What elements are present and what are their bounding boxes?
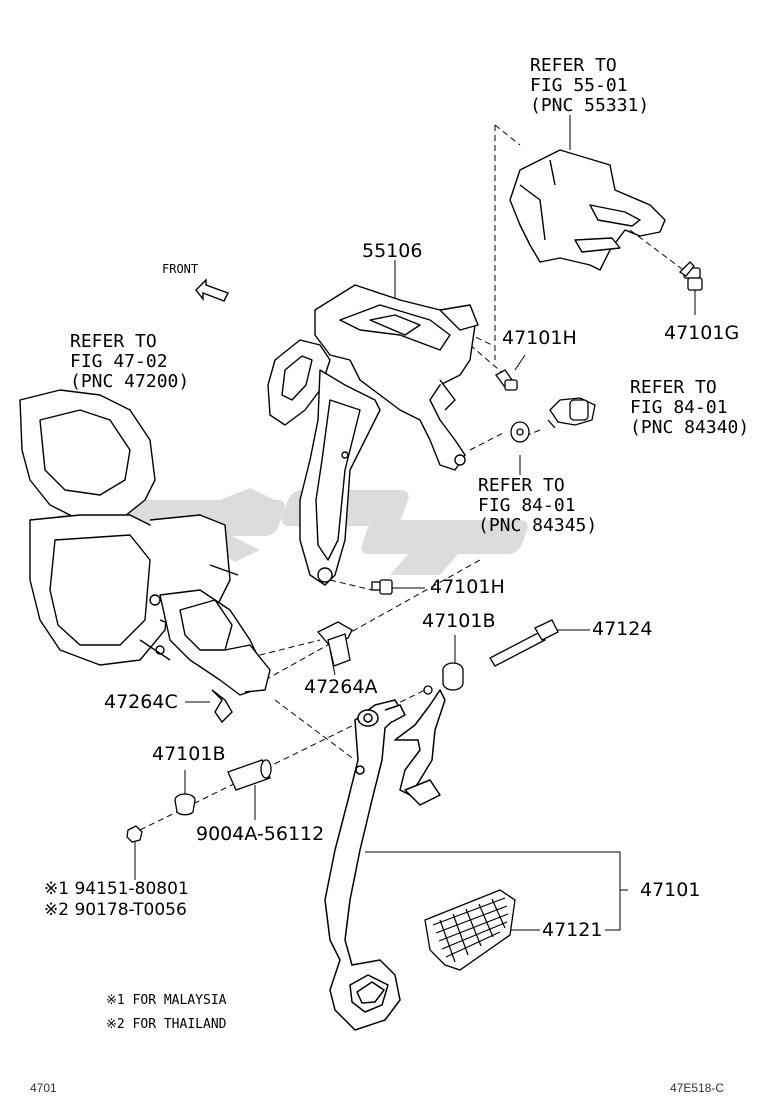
bushing-47101B-left-drawing (174, 793, 196, 816)
refer-line: REFER TO (478, 475, 565, 496)
clip-47264C-drawing (211, 689, 233, 724)
clutch-pedal-47101-drawing (324, 689, 446, 1031)
clutch-master-cylinder-drawing (19, 389, 271, 696)
switch-84340-drawing (547, 397, 596, 429)
refer-line: REFER TO (630, 377, 717, 398)
front-label: FRONT (162, 262, 199, 276)
part-label-47101H-top: 47101H (502, 327, 577, 349)
refer-fig47-label: REFER TO FIG 47-02 (PNC 47200) (70, 332, 189, 392)
part-label-47264A: 47264A (304, 676, 378, 698)
illustration-code: 47E518-C (670, 1081, 725, 1095)
part-label-55106: 55106 (362, 240, 423, 262)
variant-note-2: ※2 90178-T0056 (44, 900, 187, 920)
refer-line: FIG 84-01 (478, 495, 576, 516)
part-label-9004A-56112: 9004A-56112 (196, 823, 325, 845)
part-label-47101H-mid: 47101H (430, 576, 505, 598)
variant-note-1: ※1 94151-80801 (44, 879, 189, 899)
refer-line: (PNC 84340) (630, 417, 750, 438)
refer-line: FIG 84-01 (630, 397, 728, 418)
footnote-thailand: ※2 FOR THAILAND (106, 1017, 227, 1032)
refer-line: FIG 55-01 (530, 75, 628, 96)
pin-47264A-drawing (316, 621, 353, 667)
bolt-47101H-mid-drawing (371, 579, 393, 595)
part-label-47101B-left: 47101B (152, 743, 226, 765)
bolt-47101G-drawing (678, 261, 703, 291)
pedal-pad-47121-drawing (424, 889, 516, 971)
footnote-malaysia: ※1 FOR MALAYSIA (106, 993, 227, 1008)
figure-number: 4701 (30, 1081, 57, 1095)
part-label-47264C: 47264C (104, 691, 178, 713)
part-label-47101B-right: 47101B (422, 610, 496, 632)
refer-line: REFER TO (530, 55, 617, 76)
nut-drawing (126, 825, 143, 843)
refer-fig84b-label: REFER TO FIG 84-01 (PNC 84345) (478, 476, 597, 536)
bolt-47101H-top-drawing (495, 369, 518, 391)
sleeve-9004A-drawing (227, 759, 272, 791)
part-label-47124: 47124 (592, 618, 653, 640)
refer-line: (PNC 47200) (70, 371, 190, 392)
front-arrow-icon (195, 278, 229, 302)
refer-line: (PNC 84345) (478, 515, 598, 536)
clip-84345-drawing (510, 421, 530, 443)
refer-line: FIG 47-02 (70, 351, 168, 372)
refer-fig55-label: REFER TO FIG 55-01 (PNC 55331) (530, 56, 649, 116)
bolt-47124-drawing (489, 619, 559, 667)
pedal-bracket-55106-drawing (267, 284, 479, 586)
bushing-47101B-right-drawing (423, 662, 464, 695)
bracket-55331-drawing (509, 149, 666, 271)
refer-line: (PNC 55331) (530, 95, 650, 116)
part-label-47101: 47101 (640, 879, 701, 901)
refer-fig84a-label: REFER TO FIG 84-01 (PNC 84340) (630, 378, 749, 438)
refer-line: REFER TO (70, 331, 157, 352)
part-label-47121: 47121 (542, 919, 603, 941)
part-label-47101G: 47101G (664, 322, 740, 344)
